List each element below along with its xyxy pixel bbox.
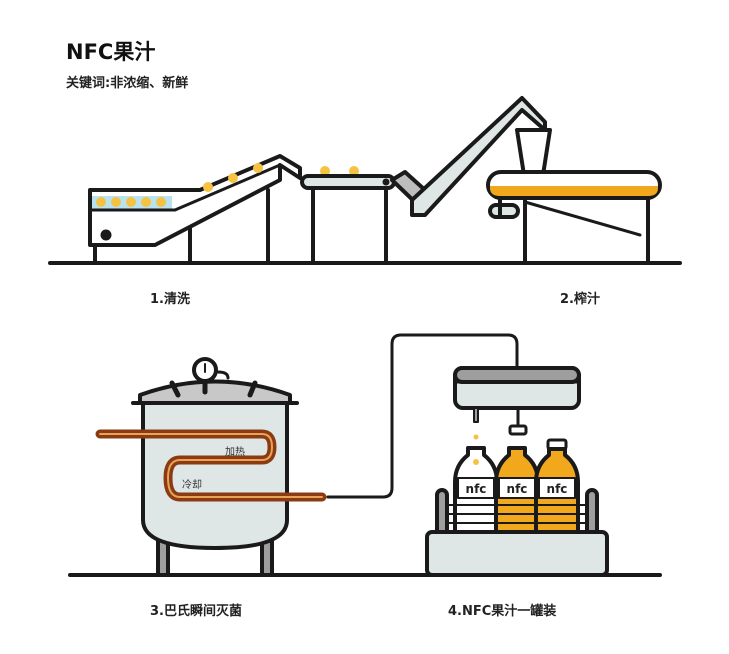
washing-machine (88, 154, 302, 265)
step-label-press: 2.榨汁 (560, 292, 600, 307)
step-label-filling: 4.NFC果汁一罐装 (448, 604, 557, 619)
bottle-label: nfc (507, 482, 528, 496)
filling-machine (425, 366, 609, 577)
heating-pipe (95, 429, 327, 502)
page-title: NFC果汁 (66, 40, 156, 64)
bottle-label: nfc (547, 482, 568, 496)
bottle-empty (453, 446, 499, 534)
elevator (410, 96, 547, 217)
heat-label: 加热 (225, 445, 245, 458)
bottle-label: nfc (466, 482, 487, 496)
juice-press (486, 128, 662, 265)
bottle-capped (534, 438, 580, 534)
transfer-pipe (326, 333, 519, 499)
bottle-rack (447, 504, 587, 524)
pasteurization-tank (131, 357, 299, 577)
step-label-pasteurize: 3.巴氏瞬间灭菌 (150, 604, 242, 619)
keywords: 关键词:非浓缩、新鲜 (66, 76, 189, 91)
cool-label: 冷却 (182, 478, 202, 491)
conveyor (300, 170, 427, 265)
step-label-wash: 1.清洗 (150, 292, 190, 307)
